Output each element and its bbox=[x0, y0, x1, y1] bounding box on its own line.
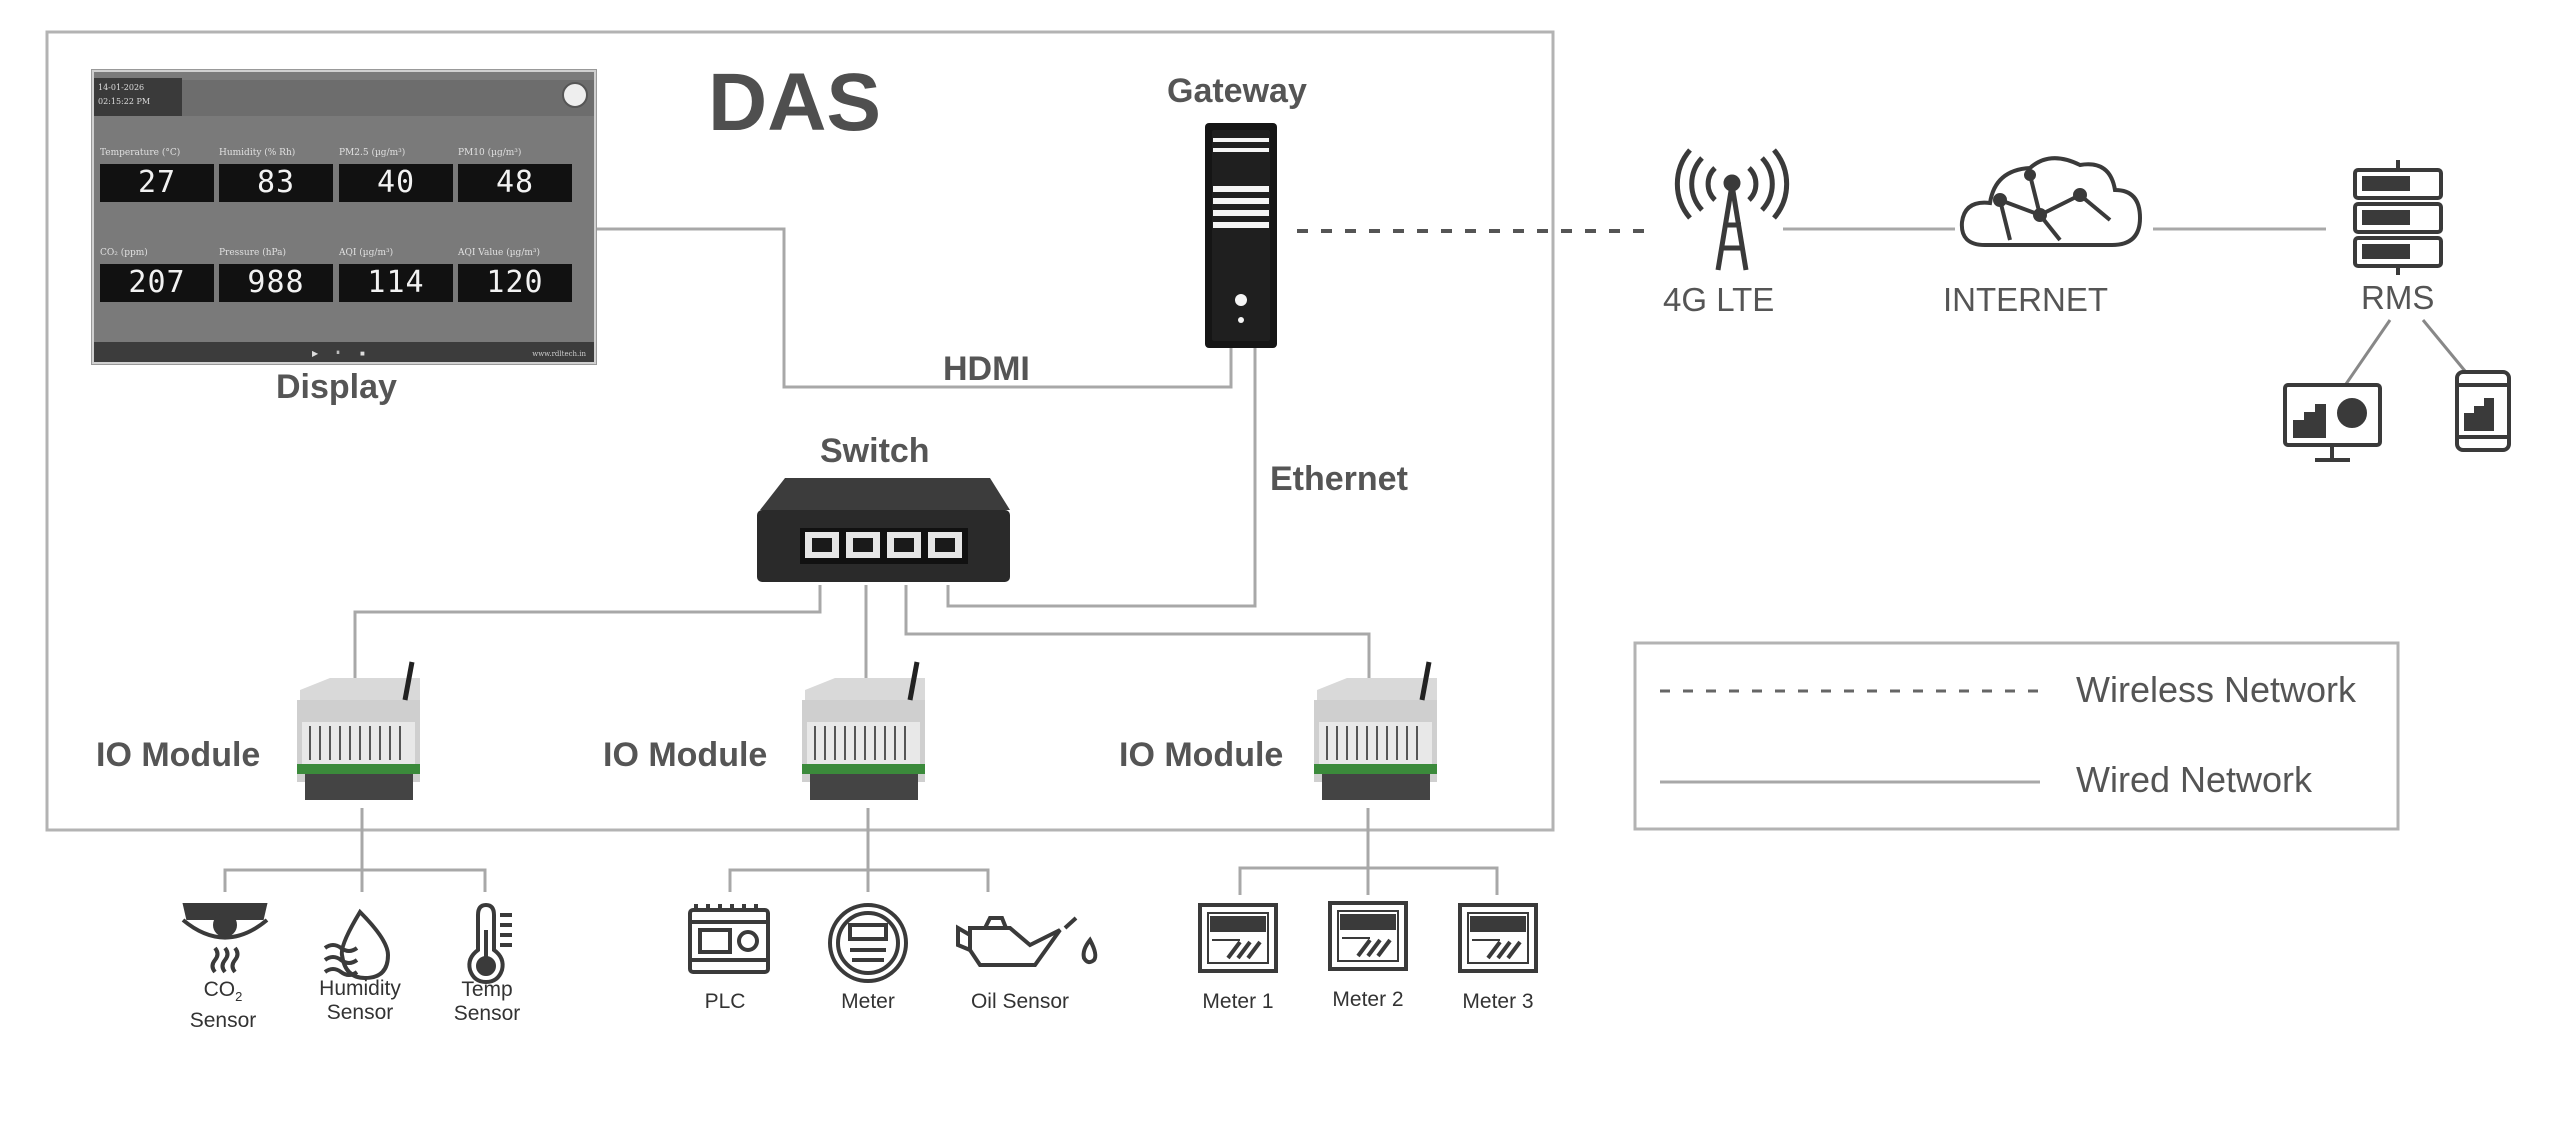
tile-value: 27 bbox=[100, 164, 214, 202]
legend-wireless-label: Wireless Network bbox=[2076, 669, 2357, 710]
io-module-1-device bbox=[297, 661, 420, 800]
tile-value: 48 bbox=[458, 164, 572, 202]
mobile-dashboard-icon bbox=[2455, 370, 2511, 452]
das-title: DAS bbox=[708, 57, 882, 148]
humidity-sensor-label: Humidity Sensor bbox=[310, 977, 410, 1025]
tile-label: PM10 (µg/m³) bbox=[458, 148, 522, 158]
tile-label: AQI (µg/m³) bbox=[339, 248, 394, 258]
display-datetime: 14-01-2026 02:15:22 PM bbox=[94, 78, 182, 116]
humidity-text: Humidity bbox=[319, 977, 401, 1000]
lte-label: 4G LTE bbox=[1663, 281, 1775, 318]
tile-value: 40 bbox=[339, 164, 453, 202]
round-meter-icon bbox=[828, 903, 908, 983]
das-boundary bbox=[45, 30, 1555, 832]
co2-sensor-word: Sensor bbox=[189, 1009, 257, 1033]
tile-label: Humidity (% Rh) bbox=[219, 148, 296, 158]
server-stack-icon bbox=[2353, 160, 2443, 275]
oil-sensor-label: Oil Sensor bbox=[970, 990, 1070, 1013]
tile-value: 114 bbox=[339, 264, 453, 302]
tile-value: 988 bbox=[219, 264, 333, 302]
temp-text: Temp bbox=[461, 978, 513, 1001]
humidity-sensor-word: Sensor bbox=[326, 1001, 394, 1024]
humidity-drop-icon bbox=[323, 908, 391, 981]
tile-value: 83 bbox=[219, 164, 333, 202]
plc-label: PLC bbox=[704, 990, 746, 1013]
monitor-dashboard-icon bbox=[2283, 383, 2382, 462]
display-label: Display bbox=[276, 368, 397, 406]
io-module-2-device bbox=[802, 661, 925, 800]
oil-can-icon bbox=[956, 916, 1098, 967]
hdmi-link bbox=[592, 227, 1233, 389]
display-logo-icon bbox=[562, 82, 588, 108]
tile-label: AQI Value (µg/m³) bbox=[458, 248, 541, 258]
stop-icon[interactable]: ■ bbox=[360, 349, 365, 358]
thermometer-icon bbox=[467, 902, 512, 985]
co2-subscript: 2 bbox=[235, 989, 243, 1005]
meter-2-label: Meter 2 bbox=[1332, 988, 1404, 1011]
meter-label: Meter bbox=[841, 990, 895, 1013]
io-module-2-label: IO Module bbox=[603, 736, 768, 774]
tile-label: CO₂ (ppm) bbox=[100, 248, 148, 258]
display-website: www.rdltech.in bbox=[532, 350, 586, 358]
temp-sensor-word: Sensor bbox=[453, 1002, 521, 1025]
meter-3-label: Meter 3 bbox=[1462, 990, 1534, 1013]
meter-2-icon bbox=[1328, 901, 1408, 971]
tile-label: Temperature (°C) bbox=[100, 148, 181, 158]
display-time: 02:15:22 PM bbox=[98, 97, 151, 106]
co2-sensor-label: CO2 Sensor bbox=[178, 978, 268, 1033]
rms-label: RMS bbox=[2361, 279, 2435, 316]
co2-text: CO bbox=[203, 978, 236, 1001]
meter-1-icon bbox=[1198, 903, 1278, 973]
network-switch-icon bbox=[757, 478, 1010, 582]
plc-icon bbox=[688, 904, 770, 974]
legend-box bbox=[1633, 641, 2400, 831]
meter-1-label: Meter 1 bbox=[1202, 990, 1274, 1013]
rms-phone-link bbox=[2421, 319, 2467, 372]
tile-value: 207 bbox=[100, 264, 214, 302]
gateway-server-icon bbox=[1205, 123, 1277, 348]
switch-io3-link bbox=[904, 585, 1371, 680]
internet-label: INTERNET bbox=[1943, 281, 2108, 318]
play-icon[interactable]: ▶ bbox=[312, 349, 319, 358]
tile-label: Pressure (hPa) bbox=[219, 248, 287, 258]
io-module-3-label: IO Module bbox=[1119, 736, 1284, 774]
hdmi-label: HDMI bbox=[943, 350, 1030, 388]
display-date: 14-01-2026 bbox=[98, 83, 145, 92]
pause-icon[interactable]: ⏸ bbox=[336, 348, 340, 357]
rms-monitor-link bbox=[2344, 319, 2392, 385]
cell-tower-icon bbox=[1674, 148, 1790, 271]
meter-3-icon bbox=[1458, 903, 1538, 973]
switch-io1-link bbox=[353, 585, 822, 680]
tile-value: 120 bbox=[458, 264, 572, 302]
temp-sensor-label: Temp Sensor bbox=[442, 978, 532, 1026]
io-module-3-device bbox=[1314, 661, 1437, 800]
gateway-label: Gateway bbox=[1167, 72, 1307, 110]
io1-branch bbox=[223, 868, 487, 892]
tile-label: PM2.5 (µg/m³) bbox=[339, 148, 406, 158]
switch-label: Switch bbox=[820, 432, 930, 470]
io-module-1-label: IO Module bbox=[96, 736, 261, 774]
display-screen: 14-01-2026 02:15:22 PM Temperature (°C) … bbox=[92, 70, 596, 364]
smoke-detector-icon bbox=[181, 903, 269, 974]
io2-branch bbox=[728, 868, 990, 892]
display-bottom-bar bbox=[94, 342, 594, 362]
legend-wired-label: Wired Network bbox=[2076, 759, 2313, 800]
cloud-icon bbox=[1959, 156, 2143, 247]
ethernet-label: Ethernet bbox=[1270, 460, 1408, 498]
ethernet-link bbox=[946, 345, 1257, 608]
